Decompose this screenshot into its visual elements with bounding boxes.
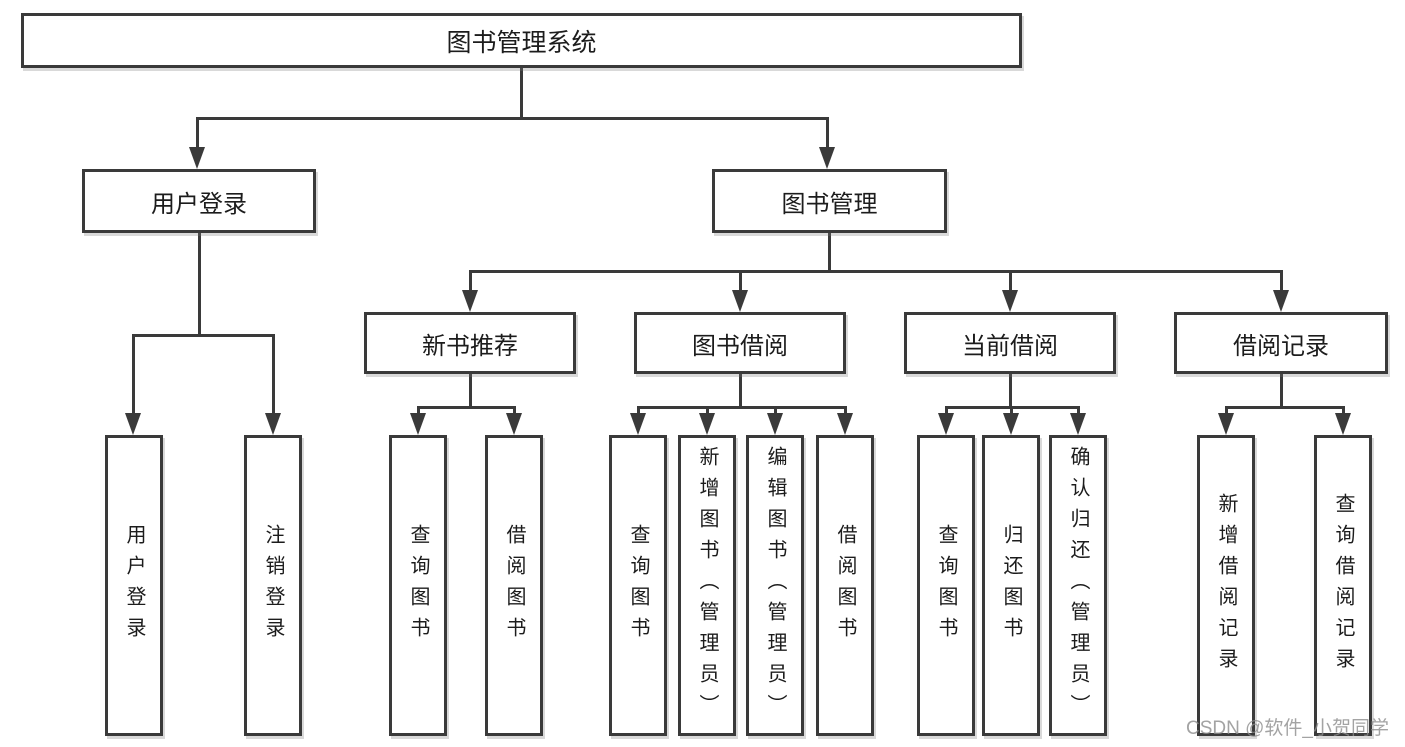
leaf-query-books-2: 查询图书 xyxy=(609,435,667,736)
connector-user-login-stem xyxy=(198,233,201,337)
connector-borrowing-leaf4-shaft xyxy=(844,406,847,418)
connector-new-book-bar xyxy=(417,406,516,409)
node-label: 新增借阅记录 xyxy=(1215,492,1237,679)
node-label: 图书管理系统 xyxy=(446,28,597,57)
leaf-edit-books-admin: 编辑图书（管理员） xyxy=(746,435,804,736)
arrowhead-to-borrowing-records xyxy=(1273,290,1289,312)
leaf-borrow-books-2: 借阅图书 xyxy=(816,435,874,736)
connector-book-borrowing-stem xyxy=(739,374,742,409)
node-label: 借阅图书 xyxy=(834,523,856,648)
connector-new-book-stem xyxy=(469,374,472,409)
connector-current-borrowing-stem xyxy=(1009,374,1012,409)
connector-to-new-book-shaft xyxy=(469,270,472,292)
arrowhead-to-book-borrowing xyxy=(732,290,748,312)
node-borrowing-records: 借阅记录 xyxy=(1174,312,1388,374)
connector-current-leaf3-shaft xyxy=(1077,406,1080,418)
connector-current-leaf2-shaft xyxy=(1010,406,1013,418)
arrowhead-to-leaf-logout xyxy=(265,413,281,435)
connector-to-book-borrowing-shaft xyxy=(739,270,742,292)
arrowhead-current-leaf3 xyxy=(1070,413,1086,435)
arrowhead-to-user-login xyxy=(189,147,205,169)
arrowhead-borrowing-leaf1 xyxy=(630,413,646,435)
arrowhead-records-leaf1 xyxy=(1218,413,1234,435)
connector-newbook-leaf1-shaft xyxy=(417,406,420,418)
connector-level1-bar xyxy=(196,117,829,120)
node-library-management-system: 图书管理系统 xyxy=(21,13,1022,68)
node-label: 查询图书 xyxy=(407,523,429,648)
node-label: 归还图书 xyxy=(1000,523,1022,648)
node-label: 图书管理 xyxy=(781,190,878,218)
arrowhead-to-new-book xyxy=(462,290,478,312)
connector-borrowing-leaf3-shaft xyxy=(774,406,777,418)
leaf-confirm-return-admin: 确认归还（管理员） xyxy=(1049,435,1107,736)
connector-to-book-management-shaft xyxy=(826,117,829,150)
leaf-add-books-admin: 新增图书（管理员） xyxy=(678,435,736,736)
leaf-return-books: 归还图书 xyxy=(982,435,1040,736)
node-current-borrowing: 当前借阅 xyxy=(904,312,1116,374)
connector-book-borrowing-bar xyxy=(637,406,847,409)
connector-newbook-leaf2-shaft xyxy=(513,406,516,418)
leaf-user-login: 用户登录 xyxy=(105,435,163,736)
node-label: 用户登录 xyxy=(123,523,145,648)
connector-borrowing-records-stem xyxy=(1280,374,1283,409)
arrowhead-to-book-management xyxy=(819,147,835,169)
arrowhead-newbook-leaf2 xyxy=(506,413,522,435)
node-label: 查询图书 xyxy=(627,523,649,648)
node-label: 确认归还（管理员） xyxy=(1067,446,1089,725)
connector-borrowing-leaf1-shaft xyxy=(637,406,640,418)
node-label: 用户登录 xyxy=(151,190,247,218)
node-label: 注销登录 xyxy=(262,523,284,648)
node-label: 编辑图书（管理员） xyxy=(764,446,786,725)
leaf-borrow-books-1: 借阅图书 xyxy=(485,435,543,736)
node-label: 查询借阅记录 xyxy=(1332,492,1354,679)
node-book-borrowing: 图书借阅 xyxy=(634,312,846,374)
connector-level3-bar xyxy=(469,270,1283,273)
arrowhead-current-leaf1 xyxy=(938,413,954,435)
connector-user-login-bar xyxy=(132,334,275,337)
connector-borrowing-leaf2-shaft xyxy=(706,406,709,418)
arrowhead-to-current-borrowing xyxy=(1002,290,1018,312)
arrowhead-borrowing-leaf4 xyxy=(837,413,853,435)
connector-current-leaf1-shaft xyxy=(945,406,948,418)
node-label: 图书借阅 xyxy=(692,332,788,360)
node-new-book-recommendation: 新书推荐 xyxy=(364,312,576,374)
node-label: 当前借阅 xyxy=(962,332,1058,360)
arrowhead-current-leaf2 xyxy=(1003,413,1019,435)
node-label: 借阅记录 xyxy=(1233,332,1329,360)
leaf-logout: 注销登录 xyxy=(244,435,302,736)
connector-to-current-borrowing-shaft xyxy=(1009,270,1012,292)
leaf-query-books-3: 查询图书 xyxy=(917,435,975,736)
leaf-add-borrow-record: 新增借阅记录 xyxy=(1197,435,1255,736)
connector-book-management-stem xyxy=(828,233,831,273)
connector-to-leaf-user-login-shaft xyxy=(132,334,135,416)
node-label: 新增图书（管理员） xyxy=(696,446,718,725)
connector-records-leaf2-shaft xyxy=(1342,406,1345,418)
connector-root-stem xyxy=(520,68,523,120)
connector-to-leaf-logout-shaft xyxy=(272,334,275,416)
arrowhead-to-leaf-user-login xyxy=(125,413,141,435)
arrowhead-borrowing-leaf2 xyxy=(699,413,715,435)
arrowhead-borrowing-leaf3 xyxy=(767,413,783,435)
connector-borrowing-records-bar xyxy=(1225,406,1345,409)
arrowhead-newbook-leaf1 xyxy=(410,413,426,435)
node-label: 借阅图书 xyxy=(503,523,525,648)
node-book-management: 图书管理 xyxy=(712,169,947,233)
connector-to-user-login-shaft xyxy=(196,117,199,150)
connector-to-borrowing-records-shaft xyxy=(1280,270,1283,292)
node-user-login: 用户登录 xyxy=(82,169,316,233)
connector-records-leaf1-shaft xyxy=(1225,406,1228,418)
node-label: 查询图书 xyxy=(935,523,957,648)
node-label: 新书推荐 xyxy=(422,332,518,360)
csdn-watermark: CSDN @软件_小贺同学 xyxy=(1186,718,1389,739)
leaf-query-books-1: 查询图书 xyxy=(389,435,447,736)
arrowhead-records-leaf2 xyxy=(1335,413,1351,435)
leaf-query-borrow-record: 查询借阅记录 xyxy=(1314,435,1372,736)
